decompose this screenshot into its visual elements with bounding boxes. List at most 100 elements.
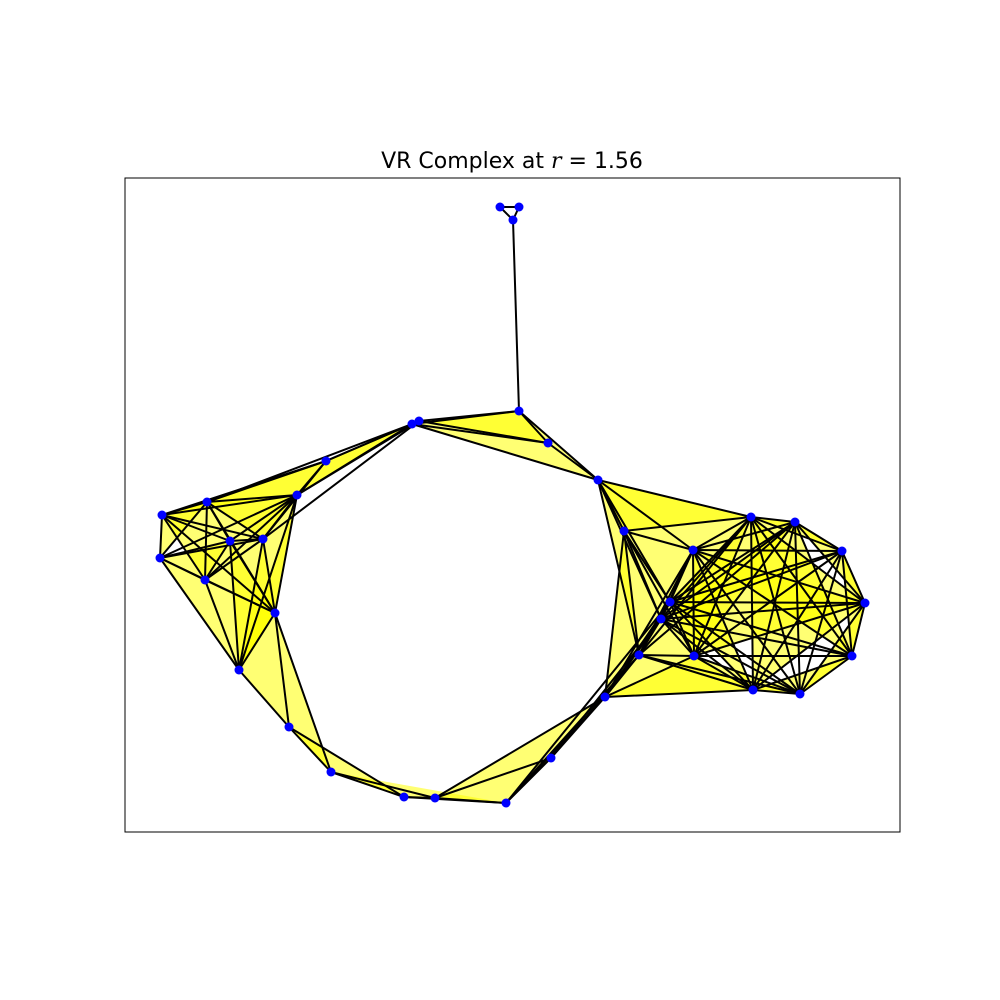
complex-edge — [330, 771, 405, 798]
complex-edge — [274, 494, 298, 614]
complex-edge — [669, 549, 694, 603]
complex-vertex — [795, 689, 805, 699]
complex-vertex — [847, 651, 857, 661]
complex-edge — [623, 530, 662, 620]
complex-edge — [750, 516, 843, 552]
complex-edge — [638, 654, 754, 691]
complex-vertex — [748, 685, 758, 695]
title-prefix: VR Complex at — [381, 149, 551, 174]
complex-vertex — [508, 215, 518, 225]
complex-edge — [159, 557, 240, 671]
complex-edge — [660, 618, 695, 657]
simplex-triangle — [605, 655, 753, 697]
complex-vertex — [234, 665, 244, 675]
complex-edge — [274, 612, 290, 728]
complex-edge — [752, 602, 866, 691]
complex-vertex — [860, 598, 870, 608]
complex-edge — [434, 696, 606, 799]
complex-edge — [604, 549, 694, 698]
complex-edge — [159, 514, 163, 559]
complex-edge — [204, 538, 264, 581]
complex-edge — [161, 514, 276, 614]
complex-vertex — [837, 546, 847, 556]
complex-vertex — [414, 416, 424, 426]
complex-vertex — [157, 510, 167, 520]
complex-edge — [238, 612, 276, 671]
complex-edge — [692, 549, 801, 695]
simplex-triangle — [435, 758, 551, 803]
complex-vertex — [790, 517, 800, 527]
complex-edge — [693, 655, 754, 691]
complex-edge — [434, 757, 552, 799]
complex-edge — [604, 689, 754, 698]
complex-vertex — [155, 553, 165, 563]
complex-edge — [518, 410, 599, 481]
complex-edge — [161, 494, 298, 516]
complex-edge — [669, 601, 695, 657]
complex-edge — [238, 669, 290, 728]
complex-vertex — [270, 608, 280, 618]
complex-edge — [512, 219, 520, 412]
complex-vertex — [593, 475, 603, 485]
complex-vertex — [430, 793, 440, 803]
complex-edge — [693, 521, 796, 657]
complex-edge — [752, 689, 801, 695]
complex-edge — [204, 579, 240, 671]
complex-vertex — [200, 575, 210, 585]
complex-vertex — [746, 512, 756, 522]
complex-edge — [638, 654, 695, 657]
vertices-layer — [155, 202, 870, 808]
simplex-triangle — [639, 619, 694, 656]
complex-edge — [752, 521, 796, 691]
complex-edge — [669, 601, 853, 657]
complex-edge — [206, 494, 298, 503]
complex-edge — [750, 516, 801, 695]
complex-edge — [693, 655, 801, 695]
complex-edge — [604, 530, 625, 698]
complex-vertex — [514, 202, 524, 212]
complex-vertex — [501, 798, 511, 808]
simplex-triangle — [598, 480, 751, 550]
complex-edge — [161, 501, 208, 516]
title-value: 1.56 — [594, 149, 643, 174]
complex-edge — [411, 423, 599, 481]
complex-vertex — [399, 792, 409, 802]
complex-edge — [794, 521, 866, 604]
complex-vertex — [689, 651, 699, 661]
complex-edge — [161, 514, 264, 540]
complex-vertex — [656, 614, 666, 624]
complex-edge — [669, 550, 843, 603]
complex-edge — [274, 612, 332, 773]
complex-edge — [204, 540, 231, 581]
complex-edge — [794, 521, 843, 552]
complex-edge — [750, 516, 796, 523]
complex-edge — [692, 549, 866, 604]
complex-vertex — [495, 202, 505, 212]
complex-edge — [288, 726, 332, 773]
complex-edge — [238, 494, 298, 671]
complex-vertex — [326, 767, 336, 777]
complex-edge — [752, 550, 843, 691]
complex-vertex — [546, 753, 556, 763]
complex-edge — [799, 602, 866, 695]
complex-vertex — [284, 722, 294, 732]
complex-edge — [206, 501, 264, 540]
complex-edge — [229, 540, 276, 614]
complex-edge — [204, 579, 276, 614]
complex-edge — [262, 538, 276, 614]
complex-edge — [262, 494, 298, 540]
complex-edge — [692, 549, 754, 691]
complex-edge — [597, 479, 694, 551]
complex-edge — [597, 479, 640, 656]
complex-edge — [752, 655, 853, 691]
complex-vertex — [202, 497, 212, 507]
complex-edge — [296, 420, 420, 496]
axes-frame — [124, 177, 901, 833]
title-equals: = — [562, 149, 594, 174]
complex-edge — [623, 530, 640, 656]
complex-edge — [841, 550, 866, 604]
title-variable: r — [551, 149, 563, 174]
complex-vertex — [688, 545, 698, 555]
